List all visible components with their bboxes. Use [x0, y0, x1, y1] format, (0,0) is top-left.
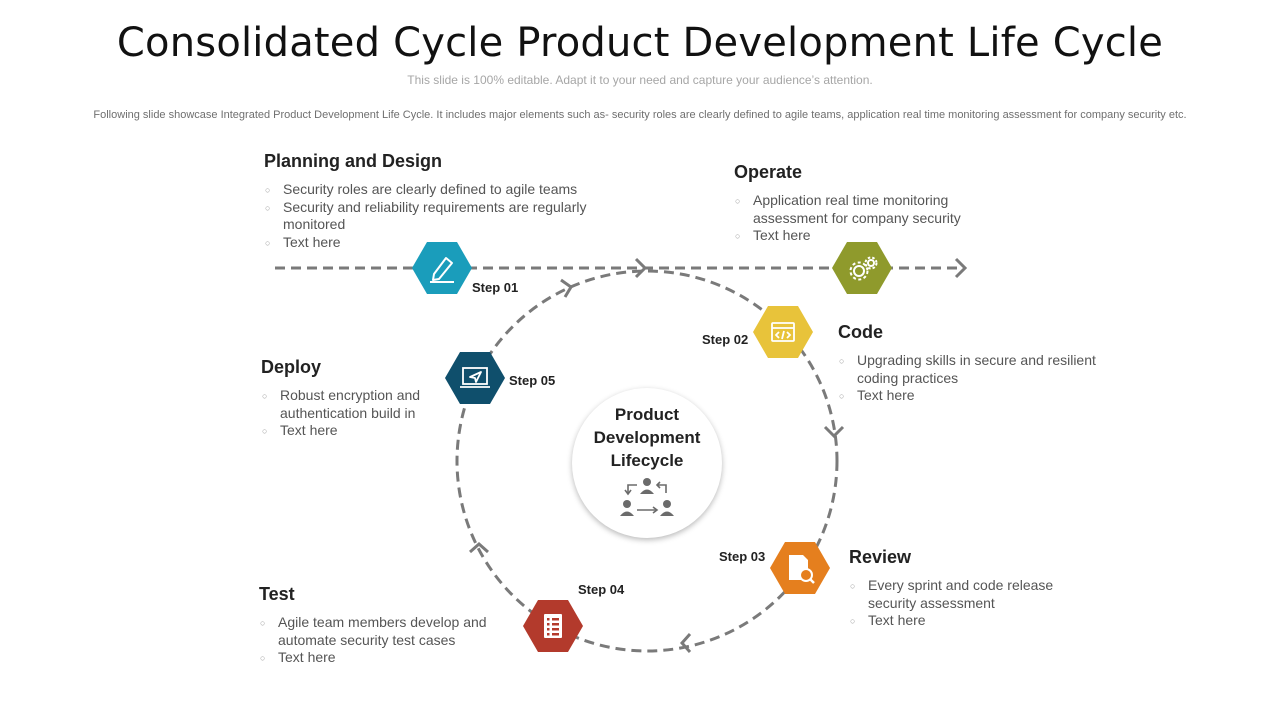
bullet-item: Text here: [261, 422, 441, 440]
cycle-arrow-bottom: [679, 633, 692, 653]
cycle-arrow-right: [823, 425, 845, 439]
bullet-list: Robust encryption and authentication bui…: [261, 387, 441, 440]
bullet-list: Application real time monitoring assessm…: [734, 192, 994, 245]
cycle-connector: [455, 269, 839, 653]
stage-test: Test Agile team members develop and auto…: [259, 584, 509, 667]
step04-hexagon: [523, 600, 583, 652]
timeline-arrow-end: [954, 257, 968, 279]
stage-operate: Operate Application real time monitoring…: [734, 162, 994, 245]
stage-title: Deploy: [261, 357, 322, 377]
step02-hexagon: [753, 306, 813, 358]
bullet-item: Text here: [734, 227, 994, 245]
step03-hexagon: [770, 542, 830, 594]
stage-title: Planning and Design: [264, 151, 443, 171]
checklist-icon: [544, 614, 562, 638]
stage-planning: Planning and Design Security roles are c…: [264, 151, 604, 251]
bullet-item: Security roles are clearly defined to ag…: [264, 181, 604, 199]
center-label: Product Development Lifecycle: [593, 405, 701, 470]
stage-deploy: Deploy Robust encryption and authenticat…: [261, 357, 441, 440]
slide-subtitle: This slide is 100% editable. Adapt it to…: [407, 73, 873, 87]
team-exchange-icon: [620, 478, 674, 516]
pen-icon: [430, 257, 454, 283]
stage-review: Review Every sprint and code release sec…: [849, 547, 1089, 630]
cycle-arrow-left: [469, 541, 489, 554]
bullet-item: Text here: [264, 234, 604, 252]
code-window-icon: [771, 322, 795, 342]
slide-intro: Following slide showcase Integrated Prod…: [93, 109, 1187, 121]
step-label-04: Step 04: [578, 582, 625, 597]
bullet-item: Text here: [849, 612, 1089, 630]
bullet-list: Security roles are clearly defined to ag…: [264, 181, 604, 251]
bullet-item: Text here: [259, 649, 509, 667]
bullet-item: Agile team members develop and automate …: [259, 614, 509, 649]
cycle-arrow-top: [560, 278, 574, 298]
stage-title: Code: [838, 322, 883, 342]
step-label-03: Step 03: [719, 549, 766, 564]
bullet-item: Application real time monitoring assessm…: [734, 192, 994, 227]
center-circle: Product Development Lifecycle: [572, 388, 722, 538]
laptop-send-icon: [460, 367, 490, 388]
bullet-item: Upgrading skills in secure and resilient…: [838, 352, 1128, 387]
stage-title: Review: [849, 547, 912, 567]
step05-hexagon: [445, 352, 505, 404]
stage-title: Test: [259, 584, 295, 604]
bullet-item: Robust encryption and authentication bui…: [261, 387, 441, 422]
stage-code: Code Upgrading skills in secure and resi…: [838, 322, 1128, 405]
step-label-05: Step 05: [509, 373, 556, 388]
document-search-icon: [789, 555, 815, 584]
stage-title: Operate: [734, 162, 803, 182]
step-label-02: Step 02: [702, 332, 749, 347]
step-label-01: Step 01: [472, 280, 519, 295]
timeline-arrow-mid: [634, 257, 648, 279]
bullet-list: Agile team members develop and automate …: [259, 614, 509, 667]
bullet-list: Upgrading skills in secure and resilient…: [838, 352, 1128, 405]
gears-icon: [849, 256, 878, 281]
bullet-item: Every sprint and code release security a…: [849, 577, 1089, 612]
step01-hexagon: [412, 242, 472, 294]
slide-title: Consolidated Cycle Product Development L…: [116, 20, 1164, 66]
bullet-item: Text here: [838, 387, 1128, 405]
bullet-item: Security and reliability requirements ar…: [264, 199, 604, 234]
operate-hexagon: [832, 242, 892, 294]
bullet-list: Every sprint and code release security a…: [849, 577, 1089, 630]
